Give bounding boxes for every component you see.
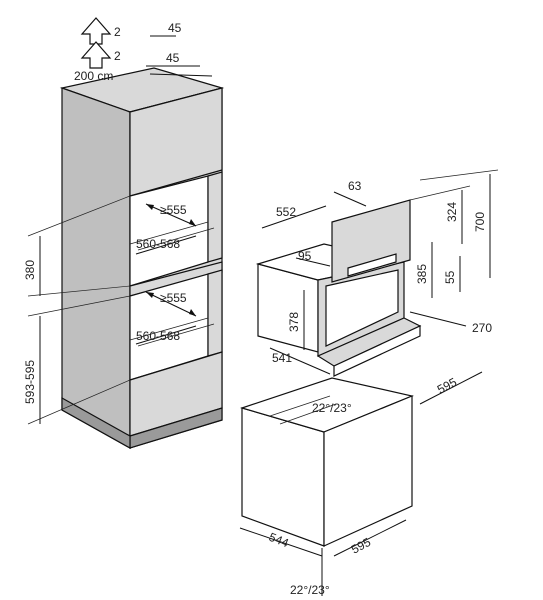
cabinet-plinth-front xyxy=(61,396,131,450)
oven-unit xyxy=(255,199,422,377)
dim-angle: 22°/23° xyxy=(312,401,352,415)
oven-door-edge xyxy=(333,325,421,377)
dim-200cm: 200 cm xyxy=(74,69,113,83)
dim-95: 95 xyxy=(298,249,312,263)
oven-handle xyxy=(347,253,397,277)
upper-width-label: 560-568 xyxy=(136,237,180,251)
dim-378: 378 xyxy=(287,312,301,332)
base-side xyxy=(323,395,413,547)
lower-niche-side xyxy=(207,269,223,357)
dim-385: 385 xyxy=(415,264,429,284)
dim-63: 63 xyxy=(348,179,362,193)
left-height-dimensions: 380 593-595 xyxy=(23,195,131,425)
cabinet-front-face xyxy=(61,87,131,450)
lower-width-label: 560-568 xyxy=(136,329,180,343)
height-380-label: 380 xyxy=(23,260,37,280)
oven-cavity-inner xyxy=(325,269,399,347)
upper-niche-side xyxy=(207,171,223,263)
dim-45-a: 45 xyxy=(168,21,182,35)
lower-depth-label: ≥555 xyxy=(160,291,187,305)
dim-324: 324 xyxy=(445,202,459,222)
left-niche-dimensions: ≥555 560-568 ≥555 560-568 xyxy=(135,203,197,345)
vent-arrows: 2 2 45 45 200 cm xyxy=(74,17,213,83)
oven-dimensions: 552 63 324 700 95 385 55 378 270 541 595 xyxy=(239,169,499,597)
vent-arrow-1-label: 2 xyxy=(114,25,121,39)
dim-bottom-angle: 22°/23° xyxy=(290,583,330,597)
dim-45-b: 45 xyxy=(166,51,180,65)
tall-cabinet xyxy=(59,67,225,450)
height-593-label: 593-595 xyxy=(23,360,37,404)
dim-55: 55 xyxy=(443,270,457,284)
upper-depth-label: ≥555 xyxy=(160,203,187,217)
dim-700: 700 xyxy=(473,212,487,232)
vent-arrow-2-icon xyxy=(80,41,112,69)
dim-552: 552 xyxy=(276,205,296,219)
vent-arrow-2-label: 2 xyxy=(114,49,121,63)
dim-541: 541 xyxy=(272,351,292,365)
vent-arrow-1-icon xyxy=(80,17,112,45)
cabinet-upper-door xyxy=(129,87,223,197)
dim-270: 270 xyxy=(472,321,492,335)
dim-595-side: 595 xyxy=(435,375,460,397)
base-cabinet xyxy=(239,377,414,547)
